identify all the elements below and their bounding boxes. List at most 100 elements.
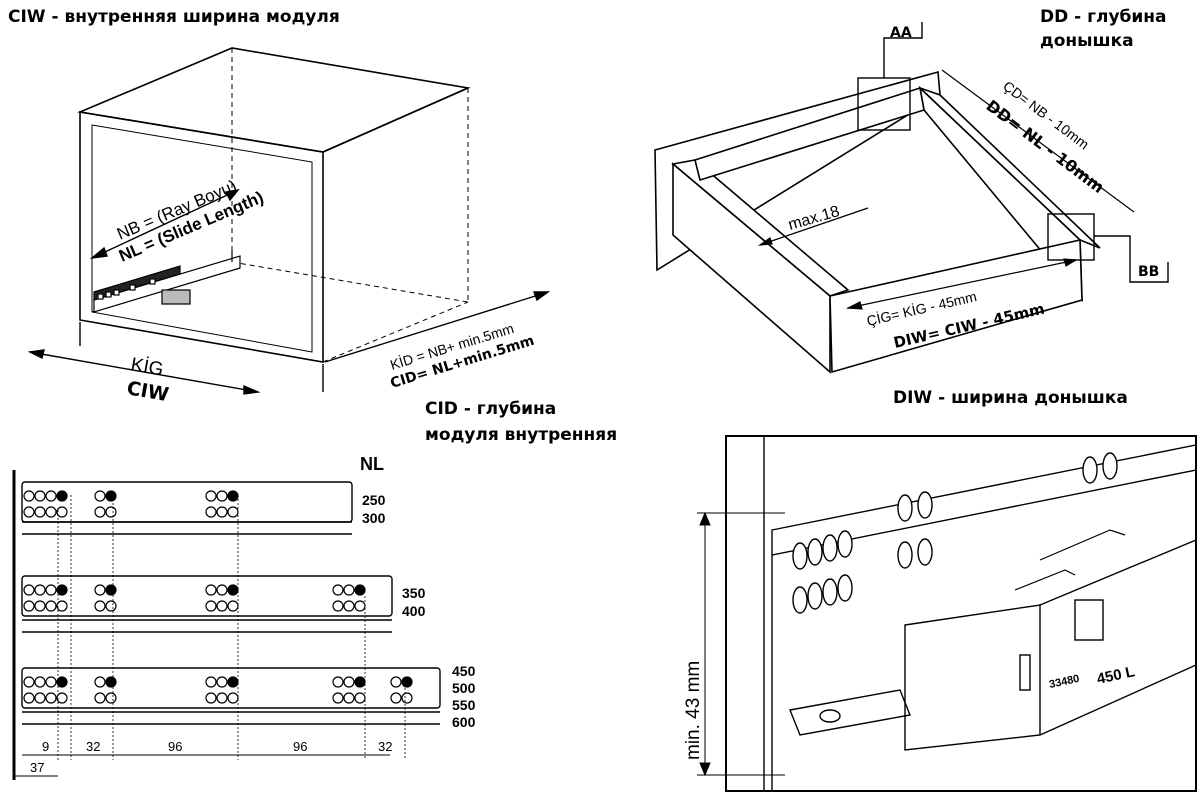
max-label: max.18 bbox=[786, 203, 841, 234]
dim-32-a: 32 bbox=[86, 739, 100, 754]
drawer-diagram: AA BB max.18 ÇD= NB - 10mm DD= NL - 10mm… bbox=[654, 22, 1169, 374]
rail-mount-hole bbox=[94, 600, 106, 612]
heading-dd-line1: DD - глубина bbox=[1040, 7, 1167, 27]
rail-mount-hole bbox=[105, 692, 117, 704]
rail-mount-hole bbox=[23, 490, 35, 502]
rail-mount-hole bbox=[56, 692, 68, 704]
rail-label-600: 600 bbox=[452, 714, 476, 730]
rail-mount-hole bbox=[401, 676, 413, 688]
rail-mount-hole bbox=[227, 676, 239, 688]
rail-mount-hole bbox=[105, 584, 117, 596]
rail-mount-hole bbox=[227, 490, 239, 502]
dim-96-a: 96 bbox=[168, 739, 182, 754]
rail-mount-hole bbox=[94, 506, 106, 518]
rail-mount-hole bbox=[216, 490, 228, 502]
rail-mount-hole bbox=[390, 692, 402, 704]
rail-mount-hole bbox=[56, 584, 68, 596]
rail-mount-hole bbox=[401, 692, 413, 704]
rail-mount-hole bbox=[354, 600, 366, 612]
dim-9: 9 bbox=[42, 739, 49, 754]
dd-dimension-line bbox=[941, 69, 1135, 213]
rail-mount-hole bbox=[354, 692, 366, 704]
rail-label-350: 350 bbox=[402, 585, 426, 601]
rail-mount-hole bbox=[34, 584, 46, 596]
diw-dimension-line bbox=[847, 259, 1077, 309]
ciw-dimension-line bbox=[29, 351, 259, 393]
cabinet-top-panel bbox=[77, 47, 471, 153]
rails-diagram: NL 250 300 350 400 450 500 550 600 9 32 … bbox=[12, 454, 476, 780]
rail-mount-hole bbox=[105, 676, 117, 688]
rail-mount-hole bbox=[205, 676, 217, 688]
rail-mount-hole bbox=[34, 676, 46, 688]
rail-mount-hole bbox=[45, 676, 57, 688]
min-label: min. 43 mm bbox=[683, 661, 704, 760]
rail-mount-hole bbox=[343, 584, 355, 596]
rail-mount-hole bbox=[56, 490, 68, 502]
dim-offset-37: 37 bbox=[30, 760, 44, 775]
cabinet-side-hole bbox=[917, 538, 933, 566]
cabinet-side-hole bbox=[1102, 452, 1118, 480]
rail-mount-hole bbox=[34, 490, 46, 502]
rail-mount-hole bbox=[23, 676, 35, 688]
rail-mount-hole bbox=[205, 490, 217, 502]
rail-mount-hole bbox=[332, 692, 344, 704]
rail-mount-hole bbox=[216, 584, 228, 596]
rail-mount-hole bbox=[94, 584, 106, 596]
rail-mount-hole bbox=[227, 600, 239, 612]
rail-mount-hole bbox=[332, 676, 344, 688]
heading-dd-line2: донышка bbox=[1040, 31, 1134, 51]
rail-mount-hole bbox=[45, 490, 57, 502]
rail-mount-hole bbox=[205, 692, 217, 704]
rail-mount-hole bbox=[56, 600, 68, 612]
rail-mount-hole bbox=[216, 676, 228, 688]
rail-label-450: 450 bbox=[452, 663, 476, 679]
ciw-label: CIW bbox=[125, 377, 170, 406]
rail-mount-hole bbox=[332, 600, 344, 612]
kig-label: KİG bbox=[129, 354, 165, 380]
cabinet-front-frame bbox=[79, 111, 324, 363]
rail-mount-hole bbox=[56, 506, 68, 518]
rail-mount-hole bbox=[94, 676, 106, 688]
rail-mount-hole bbox=[45, 600, 57, 612]
rail-mount-hole bbox=[216, 506, 228, 518]
rail-label-400: 400 bbox=[402, 603, 426, 619]
rail-mount-hole bbox=[343, 676, 355, 688]
cabinet-side-hole bbox=[837, 574, 853, 602]
dim-32-b: 32 bbox=[378, 739, 392, 754]
rail-mount-hole bbox=[216, 600, 228, 612]
rail-label-300: 300 bbox=[362, 510, 386, 526]
rail-mount-hole bbox=[227, 584, 239, 596]
cabinet-side-hole bbox=[792, 586, 808, 614]
rail-mount-hole bbox=[34, 600, 46, 612]
cabinet-side-hole bbox=[897, 494, 913, 522]
rail-mount-hole bbox=[105, 600, 117, 612]
heading-cid-line2: модуля внутренняя bbox=[425, 425, 618, 445]
nl-header: NL bbox=[360, 454, 384, 474]
rail-mount-hole bbox=[354, 676, 366, 688]
heading-ciw: CIW - внутренняя ширина модуля bbox=[8, 7, 340, 27]
cabinet-side-hole bbox=[807, 582, 823, 610]
cabinet-slide-rail bbox=[93, 250, 241, 313]
detail-diagram: min. 43 mm 33480 450 L bbox=[683, 435, 1197, 792]
rail-mount-hole bbox=[23, 600, 35, 612]
rail-mount-hole bbox=[343, 600, 355, 612]
rail-mount-hole bbox=[205, 600, 217, 612]
rail-mount-hole bbox=[23, 692, 35, 704]
detail-bracket bbox=[789, 689, 911, 736]
rail-mount-hole bbox=[105, 506, 117, 518]
rail-mount-hole bbox=[105, 490, 117, 502]
rail-mount-hole bbox=[45, 506, 57, 518]
cabinet-side-hole bbox=[837, 530, 853, 558]
heading-diw: DIW - ширина донышка bbox=[893, 388, 1128, 408]
rail-mount-hole bbox=[34, 692, 46, 704]
cid-dimension-line bbox=[324, 291, 549, 363]
rail-mount-hole bbox=[56, 676, 68, 688]
rail-mount-hole bbox=[390, 676, 402, 688]
cabinet-diagram: NB = (Ray Boyu) NL = (Slide Length) KİG … bbox=[27, 47, 551, 406]
rail-mount-hole bbox=[23, 506, 35, 518]
rail-label-550: 550 bbox=[452, 697, 476, 713]
rail-250-300 bbox=[21, 481, 353, 523]
rail-mount-hole bbox=[216, 692, 228, 704]
cabinet-side-hole bbox=[822, 534, 838, 562]
cabinet-side-hole bbox=[792, 542, 808, 570]
